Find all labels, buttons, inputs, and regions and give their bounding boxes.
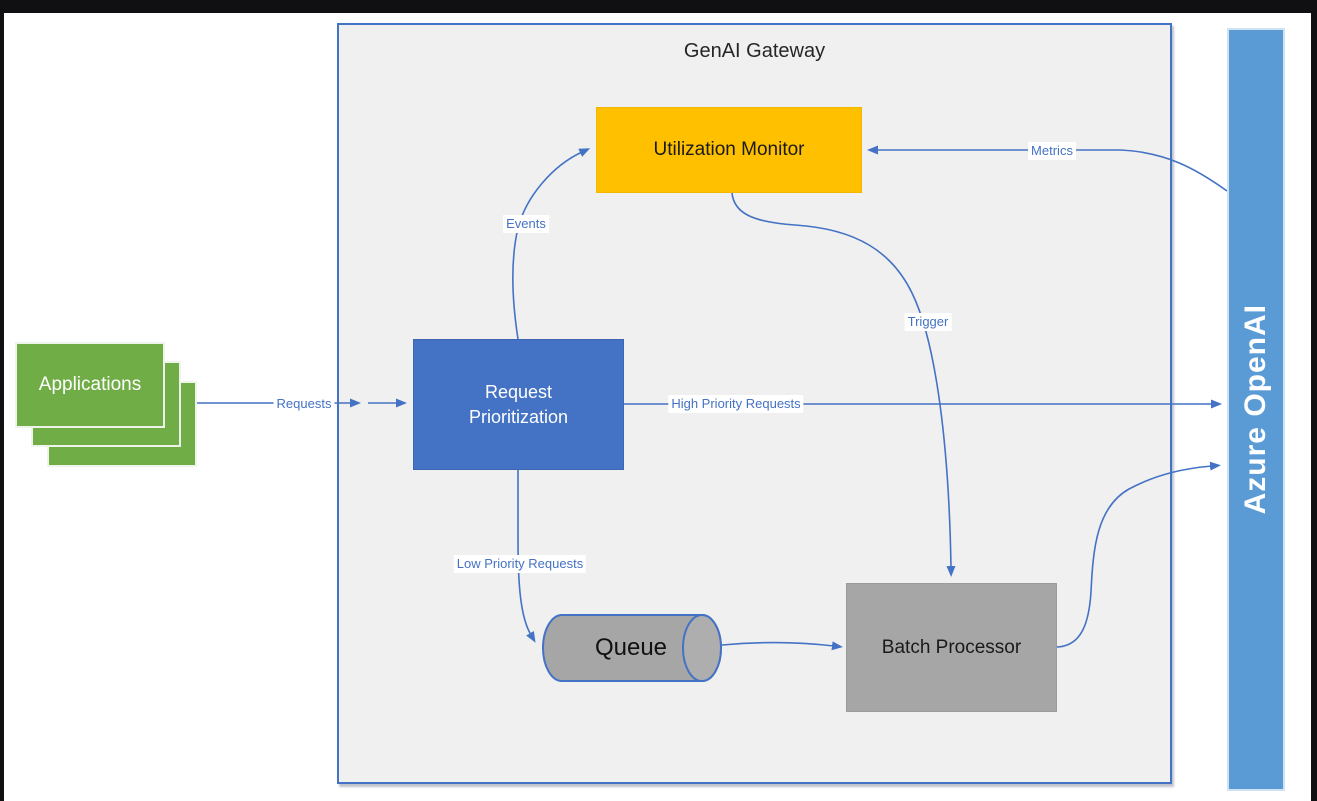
batch-processor-node: Batch Processor bbox=[846, 583, 1057, 712]
edge-label-metrics: Metrics bbox=[1028, 142, 1076, 160]
queue-label: Queue bbox=[594, 634, 668, 661]
edge-label-requests: Requests bbox=[273, 395, 335, 413]
applications-label: Applications bbox=[38, 374, 142, 395]
utilization-monitor-node: Utilization Monitor bbox=[596, 107, 862, 193]
azure-openai-node: Azure OpenAI bbox=[1227, 28, 1285, 791]
batch-processor-label: Batch Processor bbox=[881, 636, 1022, 658]
edge-label-trigger: Trigger bbox=[904, 313, 952, 331]
applications-node: Applications bbox=[15, 342, 165, 428]
gateway-title: GenAI Gateway bbox=[683, 40, 826, 62]
edge-label-events: Events bbox=[503, 215, 549, 233]
edge-label-low-priority: Low Priority Requests bbox=[453, 555, 587, 573]
frame-top-bar bbox=[0, 0, 1317, 13]
utilization-monitor-label: Utilization Monitor bbox=[653, 139, 805, 160]
request-prioritization-label: Request Prioritization bbox=[468, 382, 569, 427]
edge-label-high-priority: High Priority Requests bbox=[668, 395, 804, 413]
frame-right-bar bbox=[1311, 0, 1317, 801]
azure-openai-label: Azure OpenAI bbox=[1239, 304, 1272, 515]
request-prioritization-node: Request Prioritization bbox=[413, 339, 624, 470]
frame-left-bar bbox=[0, 0, 4, 801]
